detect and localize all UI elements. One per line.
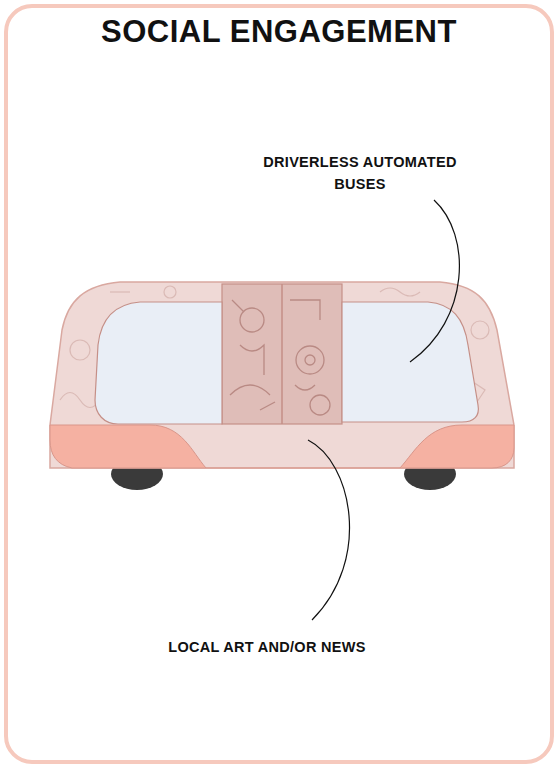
bus-body	[50, 282, 514, 468]
door-art	[230, 300, 330, 415]
callout-label: LOCAL ART AND/OR NEWS	[127, 636, 407, 658]
bus-bottom	[206, 467, 400, 468]
bus-door	[222, 284, 342, 424]
door-split	[281, 284, 283, 424]
callout-label: DRIVERLESS AUTOMATED BUSES	[240, 151, 480, 195]
card-border	[6, 6, 552, 762]
leader-line	[308, 440, 350, 620]
bus-window	[95, 302, 222, 424]
page-title: SOCIAL ENGAGEMENT	[0, 14, 558, 50]
bus-bumper	[400, 425, 514, 468]
leader-line	[410, 200, 459, 362]
bus-bumper	[50, 425, 206, 468]
